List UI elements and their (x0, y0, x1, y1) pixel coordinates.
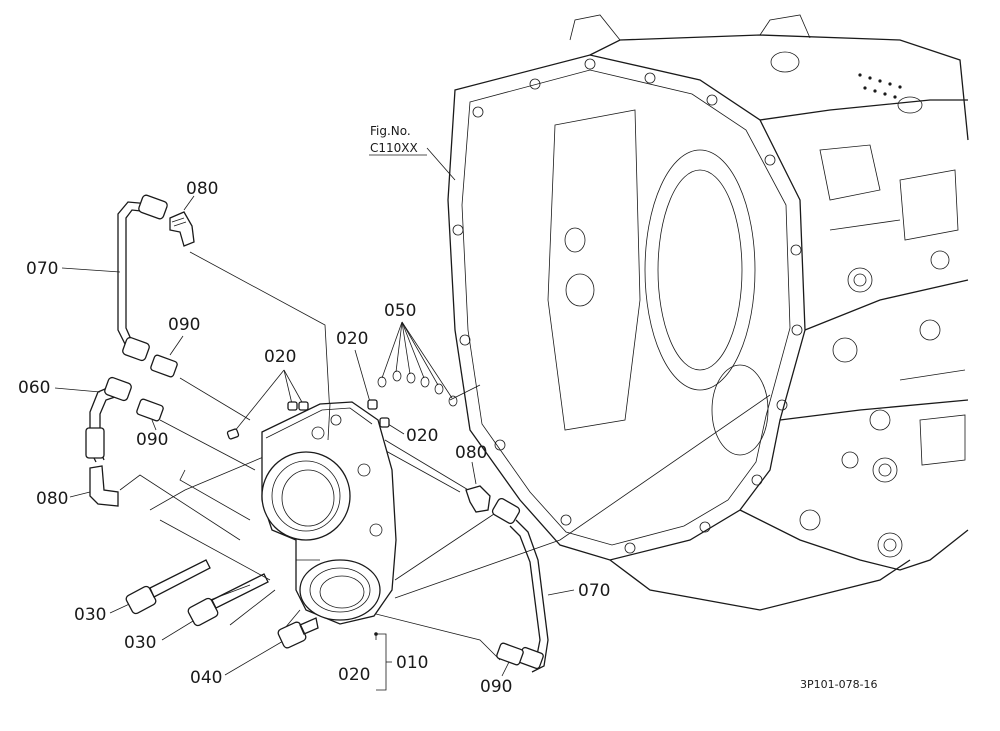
elbow-080-top (169, 211, 195, 247)
pipe-070-left (117, 194, 168, 362)
callout-020-pins[interactable]: 020 (264, 347, 296, 367)
callout-040[interactable]: 040 (190, 668, 222, 688)
o-rings-050 (377, 370, 458, 407)
callout-090-bottom[interactable]: 090 (480, 677, 512, 697)
callout-010[interactable]: 010 (396, 653, 428, 673)
leader-lines (54, 147, 771, 691)
drawing-number: 3P101-078-16 (800, 678, 878, 691)
figure-ref-code[interactable]: C110XX (370, 141, 418, 155)
pipe-070-right (491, 498, 549, 673)
callout-080-top[interactable]: 080 (186, 179, 218, 199)
elbow-080-bottom (89, 465, 119, 507)
callout-080-right[interactable]: 080 (455, 443, 487, 463)
callout-060[interactable]: 060 (18, 378, 50, 398)
callout-090-top[interactable]: 090 (168, 315, 200, 335)
dowel-pins-020 (226, 399, 390, 440)
bolt-030-b (187, 573, 269, 627)
bolt-030-a (125, 559, 211, 615)
callout-050[interactable]: 050 (384, 301, 416, 321)
plug-040 (277, 617, 319, 649)
callout-020-right-a[interactable]: 020 (336, 329, 368, 349)
callout-070-left[interactable]: 070 (26, 259, 58, 279)
pipe-060 (85, 376, 132, 463)
adaptor-090-bottom (496, 642, 524, 666)
transmission-case (447, 14, 969, 611)
callout-020-bracket[interactable]: 020 (338, 665, 370, 685)
adaptor-090-mid (136, 398, 164, 422)
callout-070-right[interactable]: 070 (578, 581, 610, 601)
callout-020-right-b[interactable]: 020 (406, 426, 438, 446)
elbow-080-right (465, 485, 491, 513)
callout-090-mid[interactable]: 090 (136, 430, 168, 450)
callout-030-b[interactable]: 030 (124, 633, 156, 653)
front-cover-010 (261, 401, 397, 625)
callout-080-bottom[interactable]: 080 (36, 489, 68, 509)
figure-ref-label: Fig.No. (370, 124, 411, 138)
callout-030-a[interactable]: 030 (74, 605, 106, 625)
adaptor-090-top (150, 354, 178, 378)
figure-reference: Fig.No. C110XX (369, 124, 427, 156)
